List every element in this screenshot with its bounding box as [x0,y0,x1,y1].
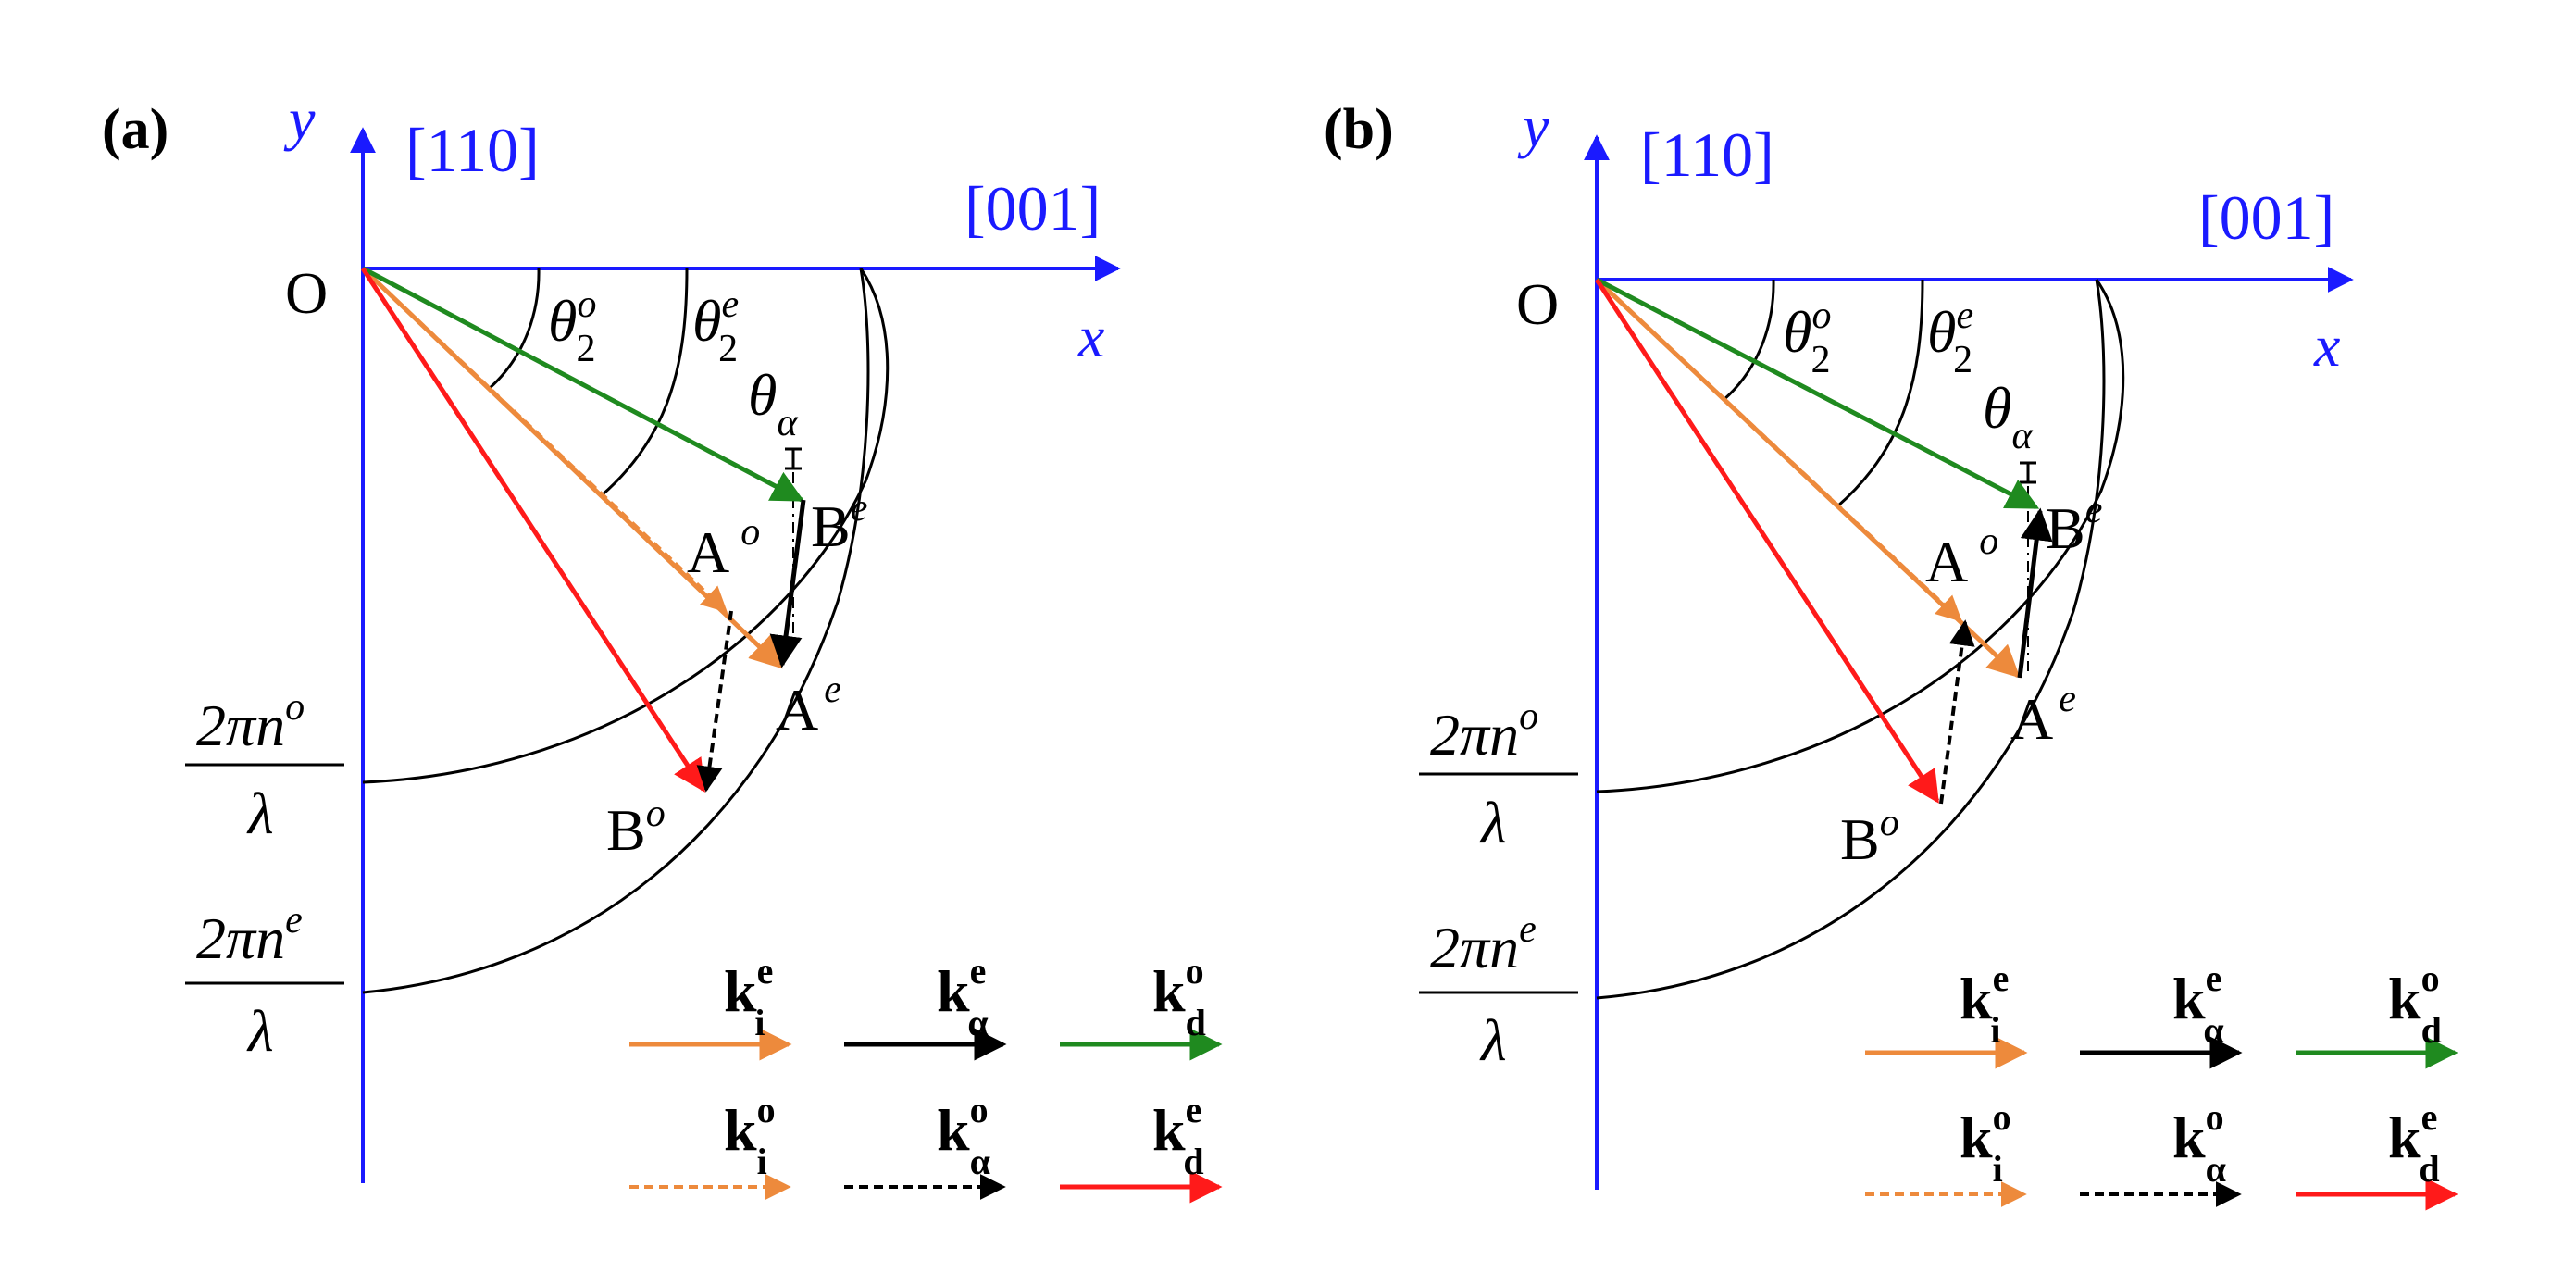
vector-ka-o [696,610,733,793]
theta-o-arc [488,268,541,391]
n-e-numerator: 2πne [1430,908,1537,980]
theta-alpha-label: θα [1983,375,2033,457]
ordinary-index-curve [362,268,890,784]
ordinary-index-curve [1596,279,2125,793]
point-b-o-label: Bo [1840,802,1899,872]
y-axis-label: y [283,86,316,152]
vector-ka-e [2017,507,2053,679]
n-o-numerator: 2πno [1430,695,1538,768]
extraordinary-index-curve [362,268,870,994]
vector-ka-e [769,499,806,668]
extraordinary-index-curve [1596,279,2106,1000]
vector-kd-o [1595,277,2040,510]
vector-kd-e [360,267,706,793]
vector-ki-e [1595,278,2021,679]
n-e-denominator: λ [1479,1007,1507,1073]
vector-ki-e [361,267,783,669]
theta-e-arc [601,268,689,497]
x-direction-label: [001] [964,173,1101,243]
y-direction-label: [110] [1640,119,1774,190]
point-b-o-label: Bo [606,793,666,863]
panel-label: (a) [102,98,168,161]
n-o-denominator: λ [1479,790,1507,855]
x-axis-label: x [1077,304,1104,369]
panel-label: (b) [1324,98,1394,161]
point-b-e-label: Be [811,487,867,559]
theta-alpha-label: θα [748,362,798,444]
point-b-e-label: Be [2046,489,2102,561]
theta-o-arc [1723,279,1775,402]
y-axis-label: y [1517,94,1549,159]
x-direction-label: [001] [2198,182,2334,253]
origin-label: O [285,260,328,326]
n-e-denominator: λ [246,998,274,1064]
vector-kd-o [361,266,805,503]
theta-e-arc [1836,279,1924,508]
origin-label: O [1516,271,1559,337]
n-o-denominator: λ [246,780,274,846]
x-axis-label: x [2313,313,2340,379]
vector-kd-e [1594,278,1940,804]
n-o-numerator: 2πno [196,686,305,758]
vector-ka-o [1939,619,1975,805]
n-e-numerator: 2πne [196,899,303,971]
y-direction-label: [110] [405,115,540,185]
